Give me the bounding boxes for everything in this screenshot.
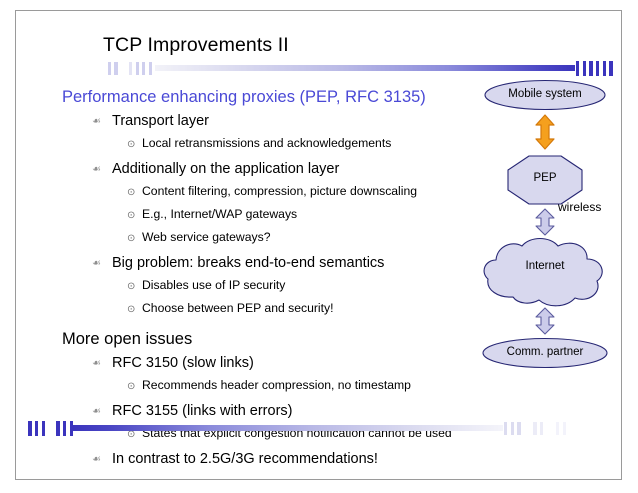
bullet-line-6: ⊙ E.g., Internet/WAP gateways (127, 207, 297, 221)
bullet-level3-icon: ⊙ (127, 429, 136, 440)
header-decoration-bar (108, 61, 630, 76)
bullet-level2-icon: ☙ (92, 258, 101, 269)
pep-node[interactable] (507, 155, 583, 205)
bullet-line-4: ☙ Additionally on the application layer (92, 161, 339, 177)
pep-internet-arrow[interactable] (533, 208, 557, 236)
bullet-level2-icon: ☙ (92, 116, 101, 127)
wireless-arrow[interactable] (532, 114, 558, 150)
footer-decoration-gradient (73, 425, 503, 431)
bullet-text: Additionally on the application layer (112, 161, 340, 177)
bullet-level3-icon: ⊙ (127, 187, 136, 198)
bullet-text: Transport layer (112, 113, 209, 129)
bullet-line-1: Performance enhancing proxies (PEP, RFC … (62, 88, 426, 107)
bullet-line-8: ☙ Big problem: breaks end-to-end semantic… (92, 255, 384, 271)
bullet-level3-icon: ⊙ (127, 381, 136, 392)
bullet-text: Recommends header compression, no timest… (142, 378, 411, 392)
footer-decoration-ticks-right (504, 422, 567, 435)
bullet-text: E.g., Internet/WAP gateways (142, 207, 298, 221)
comm-partner-node[interactable] (470, 336, 620, 370)
bullet-line-13: ⊙ Recommends header compression, no times… (127, 378, 411, 392)
bullet-text: Content filtering, compression, picture … (142, 184, 418, 198)
bullet-text: Disables use of IP security (142, 278, 286, 292)
bullet-level2-icon: ☙ (92, 454, 101, 465)
bullet-level3-icon: ⊙ (127, 233, 136, 244)
bullet-level2-icon: ☙ (92, 358, 101, 369)
bullet-text: More open issues (62, 330, 193, 348)
bullet-text: Big problem: breaks end-to-end semantics (112, 255, 385, 271)
bullet-line-11: More open issues (62, 330, 192, 349)
bullet-text: Choose between PEP and security! (142, 301, 334, 315)
bullet-line-12: ☙ RFC 3150 (slow links) (92, 355, 254, 371)
bullet-level3-icon: ⊙ (127, 139, 136, 150)
bullet-line-3: ⊙ Local retransmissions and acknowledgeme… (127, 136, 391, 150)
mobile-system-node[interactable] (470, 78, 620, 112)
internet-node[interactable] (480, 235, 610, 311)
bullet-text: Web service gateways? (142, 230, 271, 244)
bullet-level3-icon: ⊙ (127, 304, 136, 315)
footer-decoration-bar (28, 421, 608, 436)
header-decoration-gradient (155, 65, 575, 71)
bullet-level3-icon: ⊙ (127, 281, 136, 292)
bullet-line-14: ☙ RFC 3155 (links with errors) (92, 403, 293, 419)
bullet-line-16: ☙ In contrast to 2.5G/3G recommendations! (92, 451, 378, 467)
bullet-text: RFC 3150 (slow links) (112, 355, 254, 371)
bullet-line-5: ⊙ Content filtering, compression, picture… (127, 184, 417, 198)
bullet-line-7: ⊙ Web service gateways? (127, 230, 270, 244)
internet-comm-arrow[interactable] (533, 307, 557, 335)
bullet-line-10: ⊙ Choose between PEP and security! (127, 301, 334, 315)
bullet-line-2: ☙ Transport layer (92, 113, 209, 129)
network-diagram: Mobile system wireless PEP Internet Comm… (470, 78, 620, 378)
bullet-text: Local retransmissions and acknowledgemen… (142, 136, 392, 150)
bullet-text: RFC 3155 (links with errors) (112, 403, 293, 419)
slide-title: TCP Improvements II (103, 34, 289, 56)
header-decoration-ticks-right (576, 61, 613, 76)
bullet-line-9: ⊙ Disables use of IP security (127, 278, 285, 292)
bullet-level2-icon: ☙ (92, 406, 101, 417)
bullet-level2-icon: ☙ (92, 164, 101, 175)
bullet-level3-icon: ⊙ (127, 210, 136, 221)
wireless-arrow-label: wireless (558, 200, 602, 214)
footer-decoration-ticks-left (28, 421, 74, 436)
header-decoration-ticks-left (108, 62, 152, 75)
bullet-text: Performance enhancing proxies (PEP, RFC … (62, 88, 426, 106)
bullet-text: In contrast to 2.5G/3G recommendations! (112, 451, 378, 467)
